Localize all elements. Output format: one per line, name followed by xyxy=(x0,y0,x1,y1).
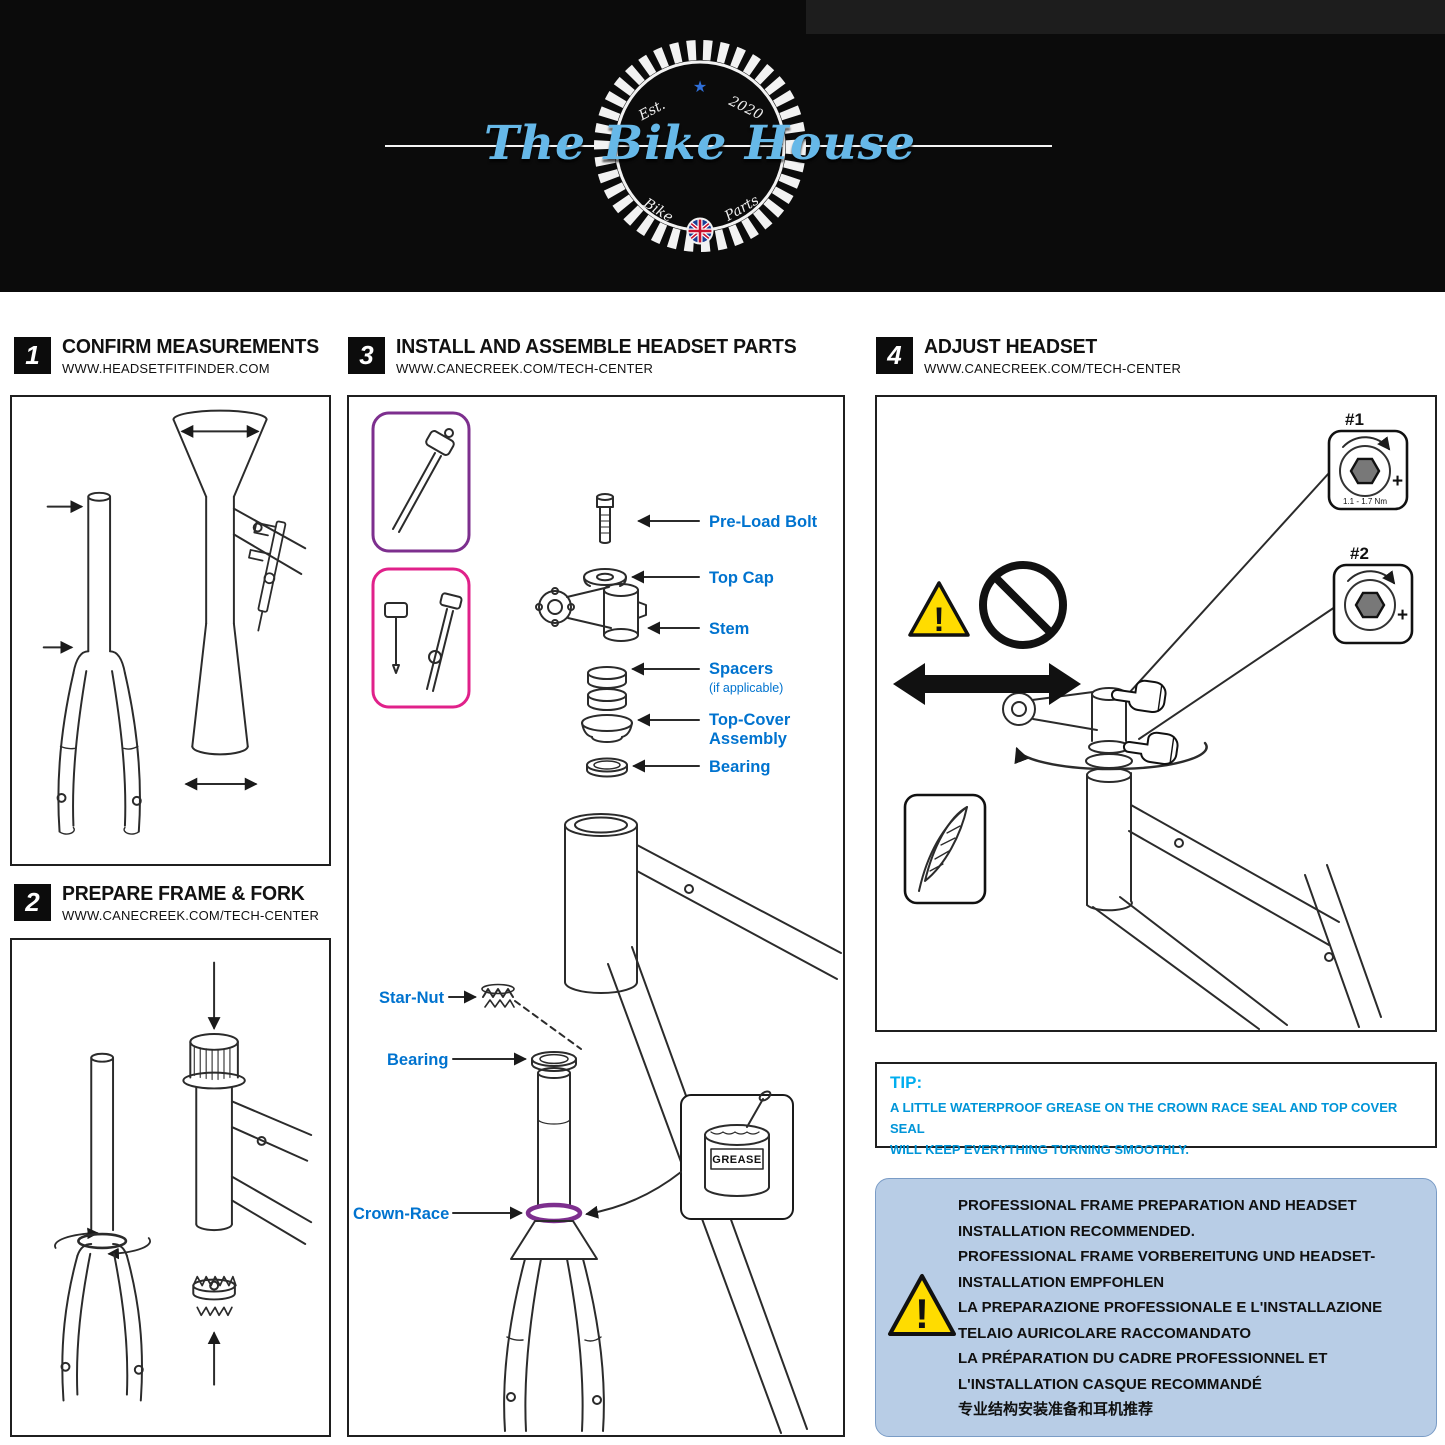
headset-adjust-drawing xyxy=(1002,687,1382,1030)
step1-diagram-box xyxy=(10,395,331,866)
step4-title: ADJUST HEADSET xyxy=(924,336,1097,358)
tool1-plus-label: + xyxy=(1392,471,1403,492)
step1-title: CONFIRM MEASUREMENTS xyxy=(62,336,319,358)
banner: ★ Est. 2020 Bike Parts The Bike House xyxy=(0,0,1445,292)
top-cover-label-1: Top-Cover xyxy=(709,711,791,729)
step4-url: WWW.CANECREEK.COM/TECH-CENTER xyxy=(924,361,1182,376)
star-nut-label: Star-Nut xyxy=(379,989,445,1007)
tool-box-purple xyxy=(371,411,471,553)
fork-crownrace-diagram xyxy=(54,1052,151,1402)
step3-url: WWW.CANECREEK.COM/TECH-CENTER xyxy=(396,361,654,376)
tool-box-pink xyxy=(371,567,471,709)
step2-diagram-box xyxy=(10,938,331,1437)
top-cap-label: Top Cap xyxy=(709,569,774,587)
info-line-4: INSTALLATION EMPFOHLEN xyxy=(958,1273,1165,1291)
info-text: PROFESSIONAL FRAME PREPARATION AND HEADS… xyxy=(958,1193,1382,1423)
grease-can-box: GREASE xyxy=(585,1090,794,1220)
hex-tool-2-icon: #2 + xyxy=(1332,544,1414,645)
pre-load-bolt-part xyxy=(596,493,614,544)
feather-icon xyxy=(903,793,987,905)
step1-url: WWW.HEADSETFITFINDER.COM xyxy=(62,361,270,376)
step1-number: 1 xyxy=(14,337,51,374)
info-exclamation: ! xyxy=(915,1290,929,1337)
no-symbol-icon xyxy=(979,561,1067,649)
tip-box: TIP: A LITTLE WATERPROOF GREASE ON THE C… xyxy=(875,1062,1437,1157)
info-line-3: PROFESSIONAL FRAME VORBEREITUNG UND HEAD… xyxy=(958,1248,1376,1265)
pre-load-bolt-label: Pre-Load Bolt xyxy=(709,513,818,531)
warning-triangle-icon: ! xyxy=(908,581,970,639)
step1-diagram xyxy=(42,409,307,835)
fork-steerer xyxy=(537,1067,571,1206)
brand-name: The Bike House xyxy=(483,116,917,171)
step2-header: 2 PREPARE FRAME & FORK WWW.CANECREEK.COM… xyxy=(14,884,319,923)
step4-number: 4 xyxy=(876,337,913,374)
step3-diagram: GREASE Pre-Load Bolt Top Cap Stem Spacer… xyxy=(353,411,842,1434)
warning-exclamation: ! xyxy=(933,601,944,639)
bearing-lower-part xyxy=(531,1051,577,1072)
step2-diagram xyxy=(54,961,313,1402)
info-line-1: PROFESSIONAL FRAME PREPARATION AND HEADS… xyxy=(958,1197,1357,1214)
top-cover-part xyxy=(581,714,633,743)
tool1-torque-label: 1.1 - 1.7 Nm xyxy=(1343,497,1387,506)
stem-part xyxy=(535,583,647,642)
info-line-8: L'INSTALLATION CASQUE RECOMMANDÉ xyxy=(958,1375,1262,1393)
step4-diagram-box: #1 + 1.1 - 1.7 Nm #2 + ! xyxy=(875,395,1437,1032)
tool1-pointer-line xyxy=(1128,472,1330,694)
info-line-9: 专业结构安装准备和耳机推荐 xyxy=(958,1401,1154,1418)
star-nut-dashed-line xyxy=(514,1000,582,1050)
info-line-2: INSTALLATION RECOMMENDED. xyxy=(958,1222,1195,1240)
grease-arrow xyxy=(585,1171,682,1219)
bearing-upper-part xyxy=(586,757,628,778)
tool2-pointer-line xyxy=(1138,606,1336,740)
info-line-7: LA PRÉPARATION DU CADRE PROFESSIONNEL ET xyxy=(958,1350,1328,1367)
pointing-hand-1-icon xyxy=(1110,679,1167,713)
info-box: ! PROFESSIONAL FRAME PREPARATION AND HEA… xyxy=(875,1178,1437,1437)
fork-lower xyxy=(503,1220,605,1432)
bearing-lower-label: Bearing xyxy=(387,1051,448,1069)
logo-star-icon: ★ xyxy=(693,79,707,96)
tip-line-2: WILL KEEP EVERYTHING TURNING SMOOTHLY. xyxy=(890,1141,1190,1157)
info-line-5: LA PREPARAZIONE PROFESSIONALE E L'INSTAL… xyxy=(958,1299,1383,1316)
hex-tool-1-icon: #1 + 1.1 - 1.7 Nm xyxy=(1327,410,1409,511)
step2-url: WWW.CANECREEK.COM/TECH-CENTER xyxy=(62,908,320,923)
top-cap-part xyxy=(583,568,627,587)
logo-gear: ★ Est. 2020 Bike Parts xyxy=(594,40,806,252)
crown-race-part xyxy=(525,1202,583,1224)
spacers-label: Spacers xyxy=(709,660,773,678)
grease-label: GREASE xyxy=(712,1154,761,1166)
crown-race-label: Crown-Race xyxy=(353,1205,449,1223)
step3-diagram-box: GREASE Pre-Load Bolt Top Cap Stem Spacer… xyxy=(347,395,845,1437)
top-cover-label-2: Assembly xyxy=(709,730,788,748)
stem-label: Stem xyxy=(709,620,749,638)
spacers-part xyxy=(587,666,627,711)
tool2-plus-label: + xyxy=(1397,605,1408,626)
calipers-icon xyxy=(248,520,287,632)
step3-title: INSTALL AND ASSEMBLE HEADSET PARTS xyxy=(396,336,797,358)
info-line-6: TELAIO AURICOLARE RACCOMANDATO xyxy=(958,1324,1252,1342)
step4-header: 4 ADJUST HEADSET WWW.CANECREEK.COM/TECH-… xyxy=(876,337,1181,376)
info-warning-triangle-icon: ! xyxy=(888,1274,956,1337)
fork-measure-diagram xyxy=(56,491,142,835)
uk-flag-icon xyxy=(686,217,714,245)
tip-line-1: A LITTLE WATERPROOF GREASE ON THE CROWN … xyxy=(890,1100,1398,1136)
step4-diagram: #1 + 1.1 - 1.7 Nm #2 + ! xyxy=(893,410,1414,1030)
step2-number: 2 xyxy=(14,884,51,921)
star-nut-diagram xyxy=(192,1275,237,1317)
headtube-measure-diagram xyxy=(172,409,307,756)
pointing-hand-2-icon xyxy=(1122,731,1179,765)
side-to-side-arrow-icon xyxy=(893,663,1081,705)
star-nut-part xyxy=(481,983,515,1008)
step3-header: 3 INSTALL AND ASSEMBLE HEADSET PARTS WWW… xyxy=(348,337,809,376)
step2-title: PREPARE FRAME & FORK xyxy=(62,883,305,905)
tip-title: TIP: xyxy=(890,1073,923,1092)
headtube-press-diagram xyxy=(182,1032,313,1245)
tool1-label: #1 xyxy=(1345,410,1364,429)
spacers-note-label: (if applicable) xyxy=(709,681,783,695)
tool2-label: #2 xyxy=(1350,544,1369,563)
step1-header: 1 CONFIRM MEASUREMENTS WWW.HEADSETFITFIN… xyxy=(14,337,327,376)
banner-corner-block xyxy=(806,0,1445,34)
step3-number: 3 xyxy=(348,337,385,374)
bearing-upper-label: Bearing xyxy=(709,758,770,776)
